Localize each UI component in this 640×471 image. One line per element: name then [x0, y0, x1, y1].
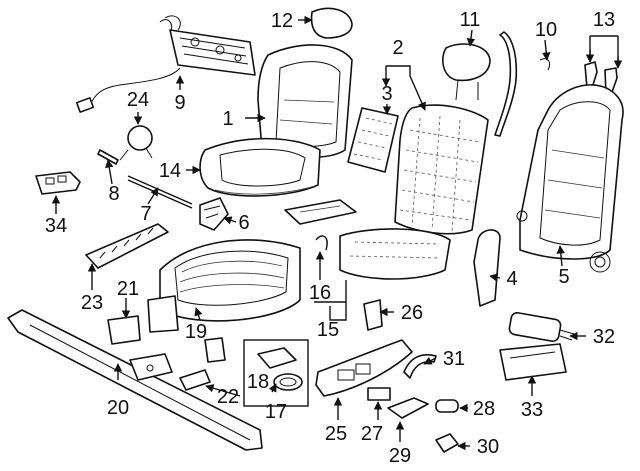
part-actuator	[508, 311, 575, 343]
callout-16: 16	[309, 282, 331, 304]
part-switch	[35, 171, 81, 195]
part-knob	[435, 399, 459, 413]
callout-13: 13	[593, 9, 615, 31]
part-recliner-knob	[119, 125, 153, 161]
callout-15: 15	[317, 319, 339, 341]
part-seat-wiring-harness	[75, 15, 256, 113]
callout-29: 29	[389, 445, 411, 467]
callout-3: 3	[381, 83, 392, 105]
callout-9: 9	[174, 92, 185, 114]
callout-19: 19	[185, 321, 207, 343]
callout-27: 27	[361, 423, 383, 445]
part-clip	[179, 369, 211, 391]
callout-4: 4	[506, 268, 517, 290]
part-sensor-mat	[284, 199, 357, 225]
callout-18: 18	[247, 371, 269, 393]
part-handle	[403, 354, 437, 379]
callout-1: 1	[222, 108, 233, 130]
part-side-trim	[473, 229, 501, 307]
part-small-bracket	[363, 299, 383, 331]
part-torsion-rod	[127, 175, 193, 209]
callout-23: 23	[81, 292, 103, 314]
callout-22: 22	[217, 386, 239, 408]
callout-labels: 1 2 3 4 5 6 7 8 9 10 11 12 13 14 15 16 1…	[45, 9, 615, 467]
part-headrest-small	[310, 7, 353, 39]
leader-lines	[51, 15, 623, 451]
callout-8: 8	[108, 183, 119, 205]
callout-34: 34	[45, 215, 67, 237]
callout-7: 7	[140, 203, 151, 225]
callout-25: 25	[325, 423, 347, 445]
callout-33: 33	[521, 399, 543, 421]
part-control-module	[499, 343, 567, 381]
callout-2: 2	[392, 37, 403, 59]
callout-31: 31	[443, 348, 465, 370]
part-cap	[435, 433, 459, 453]
part-sensor-wire	[315, 235, 328, 251]
part-sensor-module-box	[243, 339, 309, 407]
callout-5: 5	[558, 266, 569, 288]
part-motor	[199, 197, 229, 231]
part-side-shield	[315, 339, 413, 397]
part-headrest	[442, 43, 491, 101]
part-seat-back-pad	[394, 104, 489, 235]
part-cushion-pad	[339, 228, 451, 280]
callout-17: 17	[265, 401, 287, 423]
callout-11: 11	[460, 9, 481, 31]
callout-20: 20	[107, 397, 129, 419]
callout-6: 6	[238, 212, 249, 234]
callout-26: 26	[401, 302, 423, 324]
callout-30: 30	[477, 436, 499, 458]
callout-14: 14	[159, 160, 181, 182]
callout-28: 28	[473, 398, 495, 420]
part-track-rail	[7, 309, 263, 451]
callout-32: 32	[593, 326, 615, 348]
part-seat-frame	[147, 239, 301, 363]
part-bracket	[107, 315, 141, 345]
callout-24: 24	[127, 89, 149, 111]
callout-10: 10	[535, 19, 557, 41]
part-rod	[494, 31, 551, 137]
part-back-panel-pad	[347, 107, 399, 173]
part-switch-small	[367, 387, 391, 401]
part-seat-cushion	[199, 137, 321, 197]
part-seat-back-frame	[516, 84, 624, 273]
callout-12: 12	[271, 10, 293, 32]
callout-21: 21	[117, 278, 139, 300]
part-track-cover	[85, 223, 169, 269]
part-bezel	[387, 397, 429, 419]
